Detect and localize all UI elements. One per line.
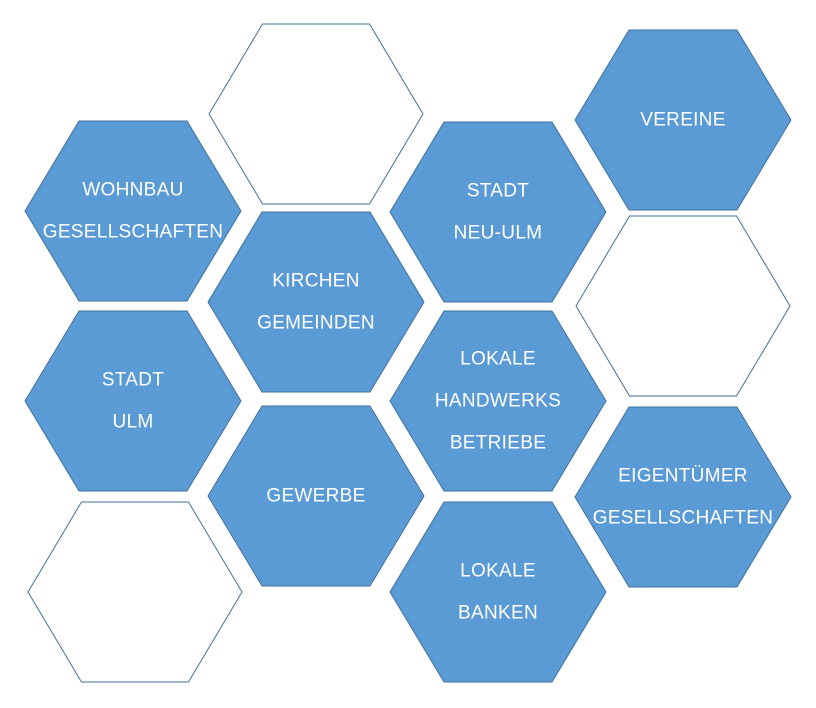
hexagon-label-line: GESELLSCHAFTEN [593,508,774,529]
hexagon-label-line: HANDWERKS [435,391,561,412]
hexagon-label-line: GEMEINDEN [257,313,375,334]
hexagon-empty-top [208,23,424,205]
hexagon-shape [575,215,791,397]
hexagon-shape [208,23,424,205]
hexagon-eigentuemer-gesellschaften: EIGENTÜMER GESELLSCHAFTEN [574,406,792,588]
hexagon-shape [574,406,792,588]
hexagon-empty-right [575,215,791,397]
hexagon-shape [389,501,607,683]
hexagon-shape [389,310,607,492]
hexagon-label-line: GESELLSCHAFTEN [43,222,224,243]
hexagon-empty-bottom-left [27,501,243,683]
hexagon-label-line: GEWERBE [266,486,365,507]
hexagon-shape [27,501,243,683]
hexagon-label-line: LOKALE [460,349,536,370]
hexagon-label-line: EIGENTÜMER [618,466,748,487]
hexagon-stadt-ulm: STADT ULM [24,310,242,492]
hexagon-lokale-handwerksbetriebe: LOKALE HANDWERKS BETRIEBE [389,310,607,492]
hexagon-wohnbau-gesellschaften: WOHNBAU GESELLSCHAFTEN [24,120,242,302]
hexagon-label-line: ULM [112,412,153,433]
hexagon-vereine: VEREINE [574,29,792,211]
hexagon-label-line: BETRIEBE [450,433,546,454]
hexagon-label-line: VEREINE [640,110,726,131]
hexagon-shape [207,405,425,587]
hexagon-gewerbe: GEWERBE [207,405,425,587]
hexagon-label-line: NEU-ULM [454,223,543,244]
hexagon-stadt-neu-ulm: STADT NEU-ULM [389,121,607,303]
hexagon-label-line: STADT [467,181,529,202]
hexagon-lokale-banken: LOKALE BANKEN [389,501,607,683]
hexagon-shape [389,121,607,303]
hexagon-kirchen-gemeinden: KIRCHEN GEMEINDEN [207,211,425,393]
hexagon-shape [207,211,425,393]
hexagon-label-line: LOKALE [460,561,536,582]
hexagon-shape [24,310,242,492]
hexagon-shape [24,120,242,302]
hexagon-label-line: WOHNBAU [82,180,183,201]
hexagon-label-line: BANKEN [458,603,538,624]
hexagon-label-line: KIRCHEN [272,271,360,292]
hexagon-shape [574,29,792,211]
hexagon-label-line: STADT [102,370,164,391]
